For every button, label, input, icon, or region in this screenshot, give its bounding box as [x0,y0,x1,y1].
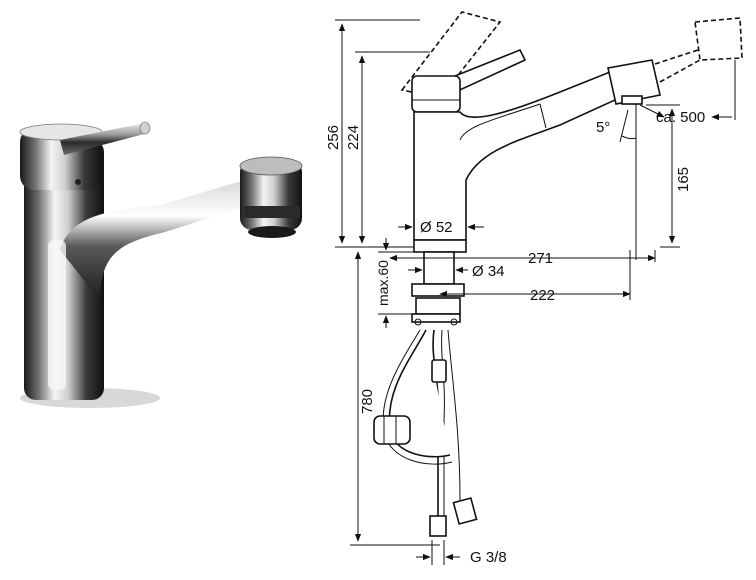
faucet-photo [19,121,303,408]
technical-drawing [335,11,743,565]
dim-reach-inner: 222 [530,287,555,304]
dim-body-diameter: Ø 52 [420,219,453,236]
dim-hose-length: 780 [359,389,376,414]
dim-mount-thickness: max.60 [375,260,391,306]
dim-spout-clearance: 165 [675,167,692,192]
dim-height-spout: 224 [345,125,362,150]
dim-reach-outer: 271 [528,250,553,267]
dim-height-total: 256 [325,125,342,150]
dim-angle: 5° [596,119,610,136]
dim-connection: G 3/8 [470,549,507,566]
dim-shank-diameter: Ø 34 [472,263,505,280]
dim-pullout-length: ca. 500 [656,109,705,126]
